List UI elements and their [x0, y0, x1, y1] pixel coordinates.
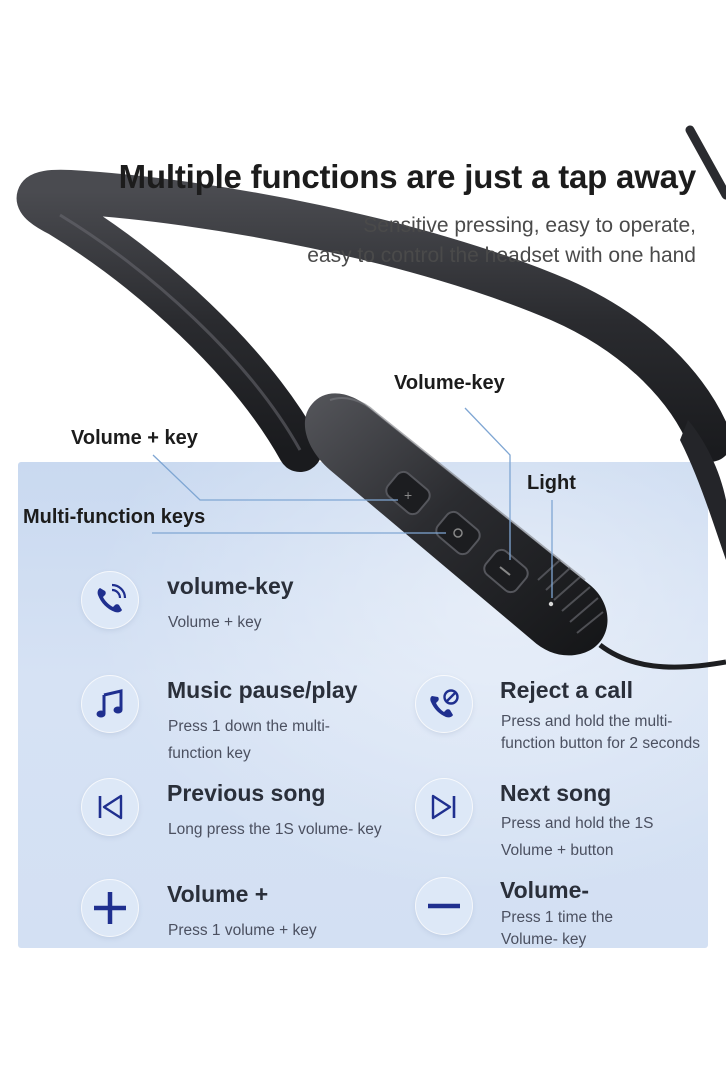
feature-desc-reject: Press and hold the multi-function button… — [501, 713, 701, 752]
multi-function-button — [435, 510, 481, 556]
feature-title-volume-key: volume-key — [167, 573, 294, 599]
feature-title-music: Music pause/play — [167, 677, 358, 703]
subtitle-line-1: Sensitive pressing, easy to operate, — [363, 214, 696, 237]
feature-desc-next: Press and hold the 1S Volume + button — [501, 815, 654, 859]
feature-title-next: Next song — [500, 780, 612, 806]
svg-text:+: + — [404, 487, 412, 503]
feature-desc-volume-key: Volume + key — [168, 614, 262, 631]
feature-title-previous: Previous song — [167, 780, 326, 806]
plus-icon — [82, 880, 138, 936]
feature-desc-previous: Long press the 1S volume- key — [168, 821, 382, 838]
features-panel — [18, 462, 708, 948]
volume-plus-button — [385, 470, 431, 516]
feature-desc-music: Press 1 down the multi-function key — [168, 718, 330, 762]
right-earpiece-end — [680, 420, 726, 560]
indicator-light — [548, 601, 554, 607]
feature-title-reject: Reject a call — [500, 677, 633, 703]
music-note-icon — [82, 676, 138, 732]
callout-volume-key: Volume-key — [394, 372, 505, 394]
top-right-cable — [685, 125, 726, 200]
callout-multi-function-keys: Multi-function keys — [23, 506, 206, 528]
previous-icon — [82, 779, 138, 835]
subtitle-line-2: easy to control the headset with one han… — [307, 244, 696, 267]
feature-title-volume-minus: Volume- — [500, 877, 590, 903]
reject-call-icon — [416, 676, 472, 732]
callout-volume-plus-key: Volume + key — [71, 427, 198, 449]
feature-desc-volume-minus: Press 1 time the Volume- key — [501, 909, 613, 948]
callout-lines — [152, 407, 553, 598]
page-title: Multiple functions are just a tap away — [118, 158, 697, 195]
remote-control-module: + — [304, 393, 608, 656]
earbud-cable — [598, 643, 726, 670]
feature-title-volume-plus: Volume + — [167, 881, 269, 907]
minus-icon — [416, 878, 472, 934]
next-icon — [416, 779, 472, 835]
phone-sound-icon — [82, 572, 138, 628]
feature-desc-volume-plus: Press 1 volume + key — [168, 922, 317, 939]
callout-light: Light — [527, 472, 576, 494]
